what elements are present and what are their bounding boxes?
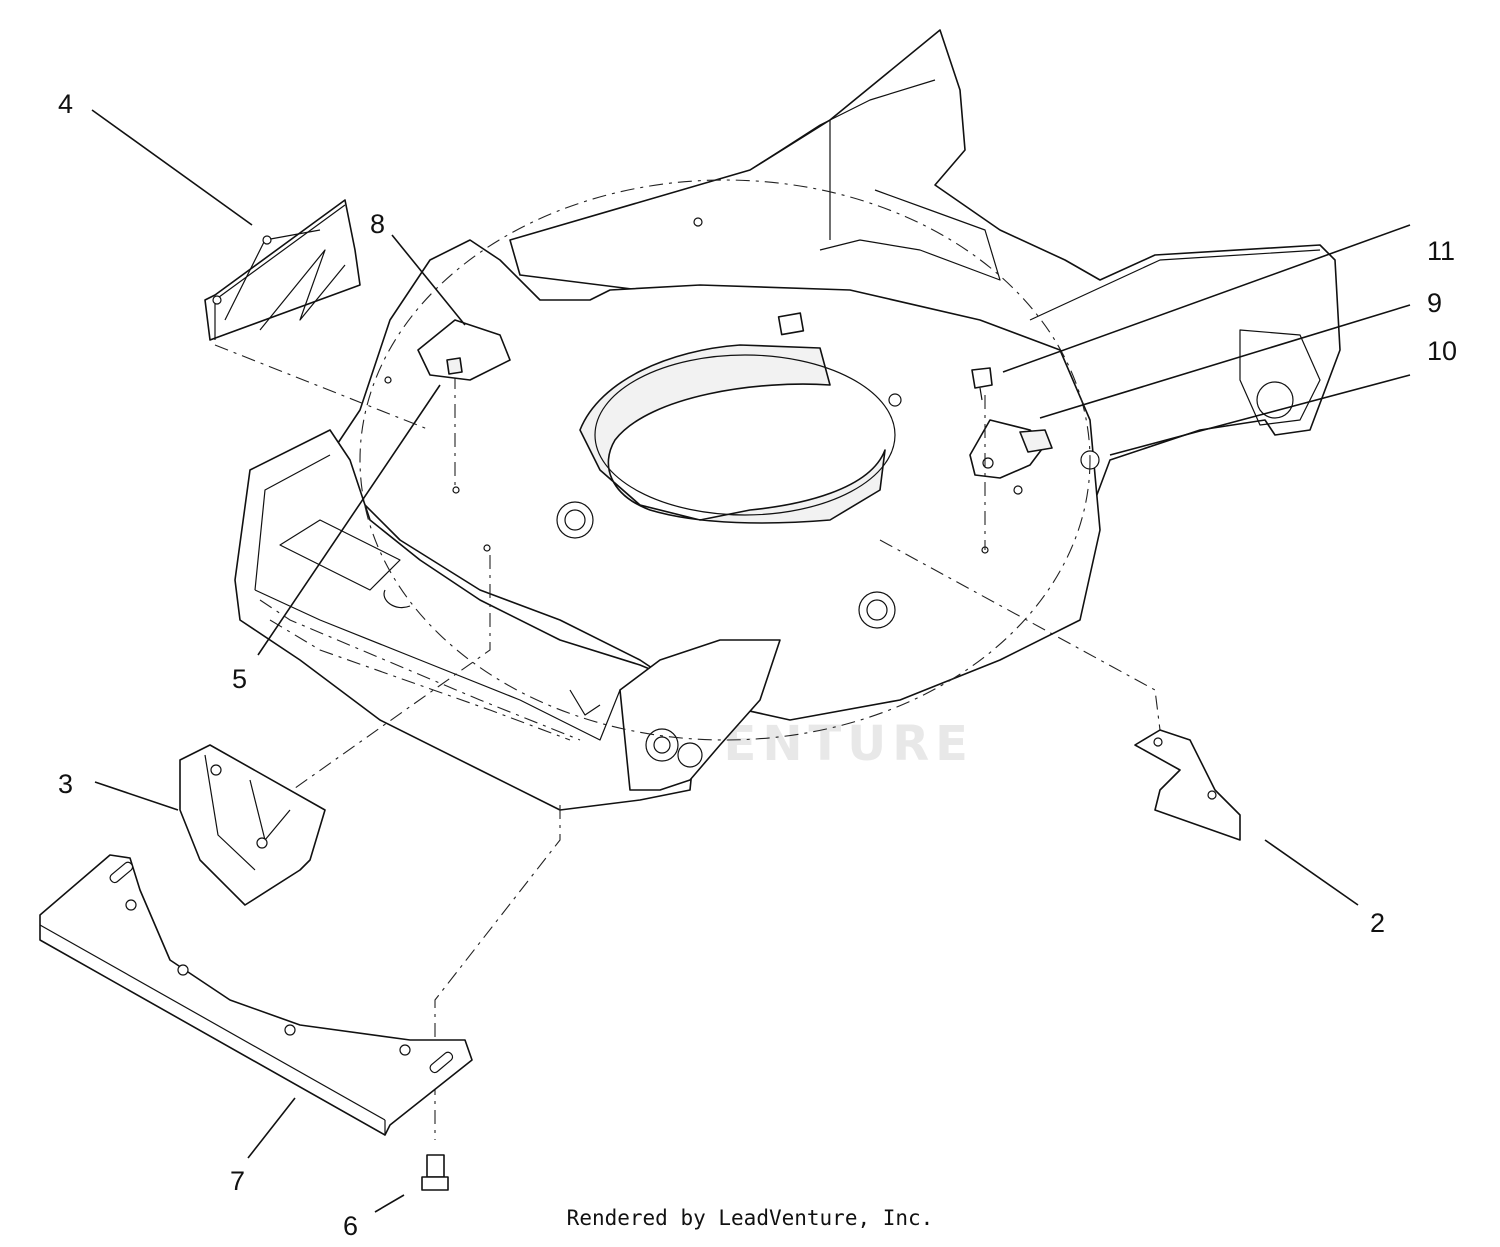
callout-10: 10 (1427, 336, 1457, 366)
callout-11: 11 (1427, 236, 1455, 266)
leader-line-7 (247, 1097, 296, 1159)
leader-line-4 (91, 109, 253, 226)
leader-line-3 (94, 781, 179, 811)
part-3-shield (179, 744, 326, 906)
callout-3: 3 (58, 769, 73, 799)
part-6-bolt (421, 1154, 449, 1191)
render-credit: Rendered by LeadVenture, Inc. (566, 1206, 934, 1230)
leader-line-2 (1264, 839, 1359, 906)
part-4-baffle (204, 199, 361, 341)
callout-2: 2 (1370, 908, 1385, 938)
leader-line-5 (257, 384, 441, 656)
callout-labels: 4 8 5 3 7 6 11 9 10 2 (58, 89, 1457, 1241)
part-7-bar (39, 854, 473, 1136)
leader-line-9 (1039, 304, 1411, 419)
leader-line-8 (391, 234, 466, 326)
part-8-plate (417, 319, 511, 381)
callout-8: 8 (370, 209, 385, 239)
callout-9: 9 (1427, 288, 1442, 318)
callout-4: 4 (58, 89, 73, 119)
callout-5: 5 (232, 664, 247, 694)
assembly-lines (214, 179, 1161, 1140)
leader-lines (91, 109, 1411, 1213)
leader-line-6 (374, 1194, 405, 1213)
leader-line-11 (1002, 224, 1411, 373)
leader-line-10 (1109, 374, 1411, 456)
callout-7: 7 (230, 1166, 245, 1196)
mower-deck-housing (234, 29, 1341, 811)
part-2-baffle (1134, 729, 1241, 841)
callout-6: 6 (343, 1211, 358, 1241)
